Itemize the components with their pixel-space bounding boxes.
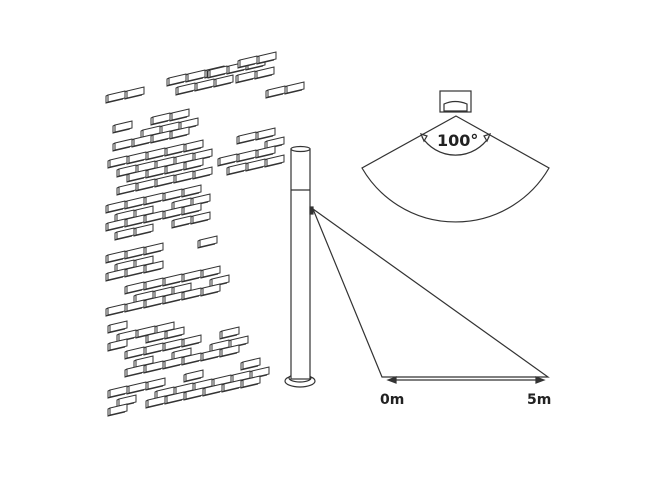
brick: [124, 281, 145, 295]
brick: [181, 184, 202, 198]
brick: [236, 149, 257, 163]
detection-angle-top: [361, 90, 550, 223]
brick: [164, 143, 185, 157]
distance-end-label: 5m: [527, 392, 551, 408]
brick: [107, 403, 128, 417]
brick: [145, 395, 166, 409]
brick: [135, 178, 156, 192]
brick: [192, 166, 213, 180]
brick: [200, 265, 221, 279]
brick: [107, 155, 128, 169]
brick: [124, 196, 145, 210]
brick: [217, 153, 238, 167]
brick: [207, 65, 228, 79]
brick: [181, 269, 202, 283]
brick: [166, 73, 187, 87]
bollard-pole: [290, 148, 311, 380]
brick: [105, 250, 126, 264]
brick: [219, 326, 240, 340]
brick: [143, 242, 164, 256]
brick: [194, 78, 215, 92]
brick: [181, 202, 202, 216]
bollard-light: [284, 145, 316, 388]
brick: [145, 165, 166, 179]
brick: [131, 134, 152, 148]
brick: [162, 273, 183, 287]
brick: [240, 375, 261, 389]
brick: [162, 206, 183, 220]
brick: [124, 246, 145, 260]
brick: [162, 188, 183, 202]
brick: [145, 377, 166, 391]
brick: [124, 364, 145, 378]
angle-label: 100°: [437, 131, 478, 150]
brick: [107, 338, 128, 352]
brick: [226, 162, 247, 176]
brick: [154, 174, 175, 188]
brick: [143, 277, 164, 291]
brick: [200, 283, 221, 297]
brick: [219, 344, 240, 358]
brick: [200, 348, 221, 362]
brick: [162, 356, 183, 370]
brick: [145, 147, 166, 161]
brick: [183, 157, 204, 171]
brick: [235, 70, 256, 84]
brick: [105, 268, 126, 282]
distance-start-label: 0m: [380, 392, 404, 408]
brick: [240, 357, 261, 371]
brick: [197, 235, 218, 249]
bollard-top: [290, 145, 311, 153]
brick: [173, 170, 194, 184]
brick: [105, 218, 126, 232]
brick: [171, 215, 192, 229]
brick: [105, 303, 126, 317]
brick: [169, 108, 190, 122]
brick: [255, 127, 276, 141]
brick: [284, 81, 305, 95]
brick: [245, 158, 266, 172]
brick: [185, 69, 206, 83]
brick: [105, 90, 126, 104]
brick: [124, 346, 145, 360]
brick: [126, 381, 147, 395]
brick: [175, 82, 196, 96]
brick: [124, 86, 145, 100]
brick: [183, 369, 204, 383]
brick: [236, 131, 257, 145]
brick: [114, 227, 135, 241]
brick: [112, 120, 133, 134]
brick: [162, 338, 183, 352]
brick: [254, 66, 275, 80]
brick: [107, 320, 128, 334]
brick: [105, 200, 126, 214]
detection-range-side: [312, 208, 550, 384]
brick: [164, 391, 185, 405]
brick: [265, 85, 286, 99]
brick: [126, 151, 147, 165]
brick: [183, 139, 204, 153]
brick: [107, 385, 128, 399]
brick: [124, 299, 145, 313]
brick: [112, 138, 133, 152]
brick: [256, 51, 277, 65]
detection-sector: [361, 115, 550, 223]
brick: [255, 145, 276, 159]
motion-sensor: [309, 206, 314, 215]
brick: [116, 182, 137, 196]
brick: [143, 260, 164, 274]
brick: [164, 326, 185, 340]
brick: [143, 192, 164, 206]
brick: [181, 287, 202, 301]
brick: [150, 112, 171, 126]
brick: [264, 154, 285, 168]
brick: [181, 334, 202, 348]
brick: [162, 291, 183, 305]
brick: [169, 126, 190, 140]
brick: [133, 223, 154, 237]
brick: [190, 211, 211, 225]
brick: [143, 342, 164, 356]
brick-wall: [105, 51, 305, 417]
brick: [213, 74, 234, 88]
